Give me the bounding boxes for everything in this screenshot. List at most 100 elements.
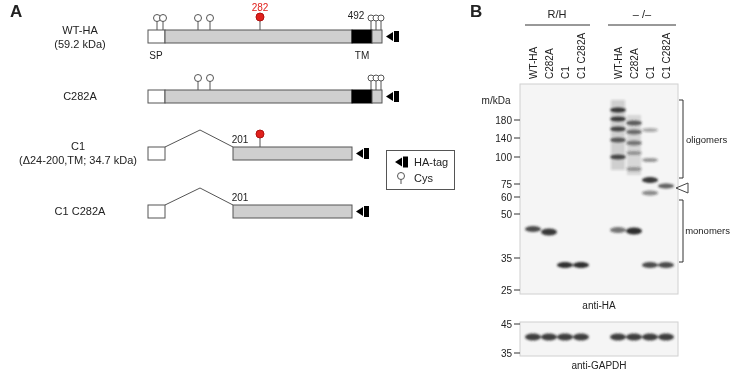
- construct-c282a: [198, 81, 199, 90]
- construct-wt: [386, 32, 393, 41]
- marker-size: 35: [501, 348, 512, 359]
- construct-c282a: [378, 75, 384, 81]
- blot-band: [642, 334, 658, 341]
- blot-band: [642, 158, 658, 162]
- bracket-label: oligomers: [686, 135, 727, 145]
- construct-wt: [210, 21, 211, 30]
- construct-c282a: [165, 90, 352, 103]
- construct-mass: (59.2 kDa): [54, 38, 105, 50]
- group-header-line: [525, 25, 676, 26]
- construct-wt: [165, 30, 352, 43]
- blot-band: [610, 155, 626, 160]
- domain-label: SP: [149, 50, 162, 61]
- construct-c282a: [371, 81, 372, 90]
- ladder-tick: [514, 120, 520, 121]
- construct-wt: [378, 15, 384, 21]
- construct-c1-c282a: [148, 188, 369, 218]
- blot-band: [626, 167, 642, 171]
- construct-c1: [256, 130, 264, 138]
- blot-band: [642, 262, 658, 268]
- marker-size: 75: [501, 179, 512, 190]
- blot-band: [611, 100, 625, 170]
- cysteine-symbol: [398, 173, 405, 180]
- construct-c282a: [207, 75, 214, 82]
- blot-band: [525, 334, 541, 341]
- marker-size: 50: [501, 209, 512, 220]
- lane-label: C1: [645, 66, 656, 79]
- axis-unit: m/kDa: [482, 95, 511, 106]
- construct-c1-c282a: [148, 205, 165, 218]
- construct-c282a: [352, 90, 372, 103]
- construct-c1-c282a: [165, 188, 233, 205]
- panel-letter: A: [10, 3, 22, 22]
- lane-label: C1: [560, 66, 571, 79]
- ladder-tick: [514, 138, 520, 139]
- construct-wt: [352, 30, 372, 43]
- ladder-tick: [514, 290, 520, 291]
- construct-wt: [371, 21, 372, 30]
- blot-band: [658, 334, 674, 341]
- blot-band: [525, 334, 674, 341]
- construct-c1-c282a: [233, 205, 352, 218]
- blot-band: [610, 108, 626, 113]
- construct-c1-c282a: [364, 206, 369, 217]
- residue-number: 201: [232, 134, 249, 145]
- ladder-tick: [514, 120, 520, 290]
- ladder-tick: [514, 157, 520, 158]
- legend-text: HA-tag: [414, 156, 448, 168]
- blot-band: [573, 262, 589, 268]
- legend-text: Cys: [414, 172, 433, 184]
- construct-c282a: [372, 90, 382, 103]
- ha-tag-symbol: [395, 158, 402, 167]
- marker-size: 100: [495, 152, 512, 163]
- blot-band: [642, 191, 658, 196]
- marker-size: 45: [501, 319, 512, 330]
- blot-band: [610, 138, 626, 143]
- blot-band: [627, 115, 641, 175]
- construct-wt: [207, 15, 214, 22]
- domain-label: TM: [355, 50, 369, 61]
- construct-wt: [381, 21, 382, 30]
- blot-band: [626, 121, 642, 126]
- lane-label: WT-HA: [613, 47, 624, 79]
- blot-band: [541, 334, 557, 341]
- marker-size: 140: [495, 133, 512, 144]
- arrowhead-marker: [676, 183, 688, 193]
- lane-label: C1 C282A: [576, 33, 587, 79]
- western-blot-anti-gapdh: [514, 322, 678, 356]
- group-header-line: [525, 25, 590, 26]
- western-blot-anti-gapdh: [514, 353, 520, 354]
- blot-band: [573, 334, 589, 341]
- lane-label: WT-HA: [528, 47, 539, 79]
- lane-label: C282A: [629, 48, 640, 79]
- ladder-tick: [514, 214, 520, 215]
- group-header-line: [608, 25, 676, 26]
- construct-c282a: [148, 90, 165, 103]
- western-blot-anti-ha: [520, 84, 678, 294]
- construct-c282a: [210, 81, 211, 90]
- western-blot-anti-gapdh: [514, 324, 520, 325]
- residue-number: 282: [252, 2, 269, 13]
- blot-band: [557, 334, 573, 341]
- construct-c1: [364, 148, 369, 159]
- construct-c282a: [394, 91, 399, 102]
- blot-band: [642, 177, 658, 183]
- ladder-tick: [514, 258, 520, 259]
- legend-sample: [393, 155, 409, 169]
- blot-band: [541, 229, 557, 236]
- bracket: [679, 200, 683, 262]
- construct-wt: [376, 21, 377, 30]
- ha-tag-symbol: [403, 157, 408, 168]
- construct-wt: [198, 21, 199, 30]
- blot-band: [642, 128, 658, 132]
- construct-wt: [157, 21, 158, 30]
- legend-entry: Cys: [393, 170, 448, 186]
- bracket: [679, 100, 683, 178]
- residue-number: 201: [232, 192, 249, 203]
- marker-size: 180: [495, 115, 512, 126]
- blot-band: [610, 117, 626, 122]
- construct-c1: [356, 149, 363, 158]
- construct-c1: [165, 130, 233, 147]
- western-blot-anti-ha: [514, 84, 688, 294]
